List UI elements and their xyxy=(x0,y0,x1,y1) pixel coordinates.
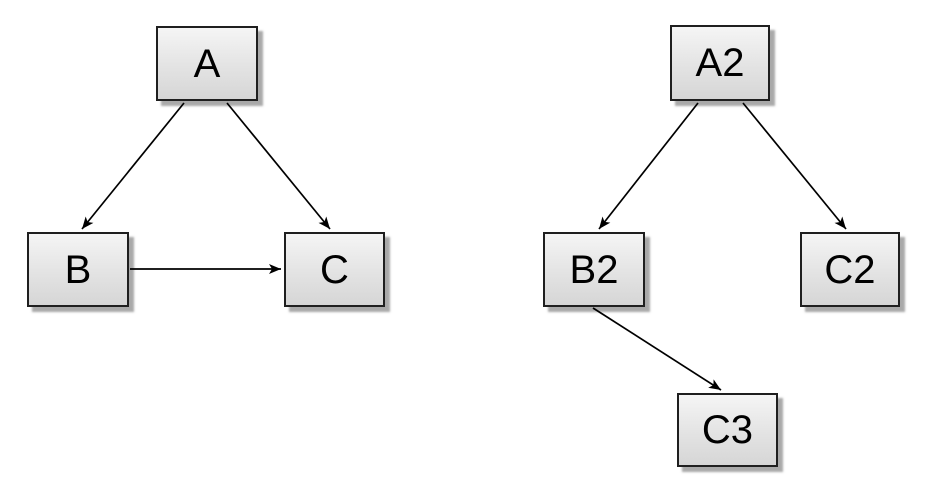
node-label: C xyxy=(320,247,349,292)
node-label: C3 xyxy=(701,408,754,452)
node-label: A xyxy=(193,41,221,86)
node-label: B2 xyxy=(569,247,619,292)
node-c3: C3 xyxy=(677,393,778,467)
node-a: A xyxy=(156,26,258,101)
edge-a-to-c xyxy=(226,102,331,230)
node-b: B xyxy=(27,232,129,307)
edges-group xyxy=(81,102,847,391)
node-c2: C2 xyxy=(800,232,900,307)
node-label: C2 xyxy=(824,247,876,292)
edge-a2-to-b2 xyxy=(598,102,699,230)
edge-a2-to-c2 xyxy=(742,102,847,230)
node-b2: B2 xyxy=(543,232,645,307)
node-label: B xyxy=(64,247,92,292)
node-a2: A2 xyxy=(670,25,770,101)
node-c: C xyxy=(284,232,385,307)
edge-a-to-b xyxy=(81,102,185,230)
node-label: A2 xyxy=(695,41,745,85)
edge-b2-to-c3 xyxy=(592,307,722,391)
